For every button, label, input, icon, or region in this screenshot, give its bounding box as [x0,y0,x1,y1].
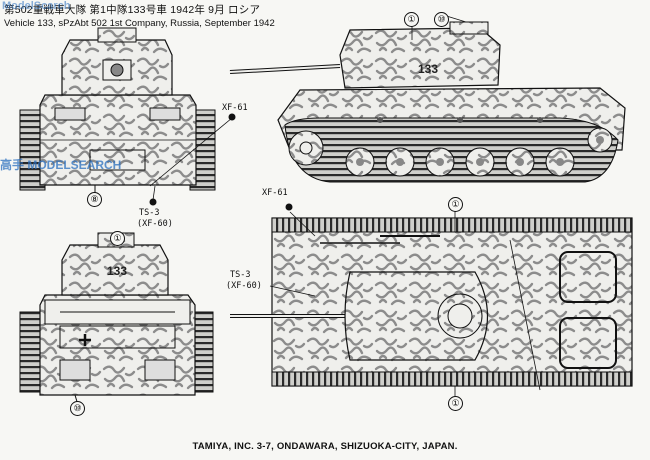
marking-1-top-bottom: ① [448,396,463,411]
paint-xf60-top: (XF-60) [226,281,262,291]
side-view [229,13,626,183]
vehicle-title-jp: 第502重戦車大隊 第1中隊133号車 1942年 9月 ロシア [4,4,261,16]
marking-10-side: ⑩ [434,12,449,27]
rear-view [19,232,214,406]
top-view [230,203,633,398]
paint-xf60-front: (XF-60) [137,219,173,229]
vehicle-title-en: Vehicle 133, sPzAbt 502 1st Company, Rus… [4,18,275,29]
marking-1-rear: ① [110,231,125,246]
paint-xf61-front: XF-61 [222,103,248,113]
hull-number-side: 133 [418,62,439,76]
marking-8-front: ⑧ [87,192,102,207]
paint-ts3-top: TS-3 [230,270,251,280]
publisher-footer: TAMIYA, INC. 3-7, ONDAWARA, SHIZUOKA-CIT… [192,441,458,452]
watermark-mid: 高手 MODELSEARCH [0,158,122,172]
marking-10-rear: ⑩ [70,401,85,416]
paint-xf61-top: XF-61 [262,188,288,198]
hull-number-rear: 133 [107,264,128,278]
watermark-top: ModelScarch [2,0,71,12]
front-view [19,27,236,206]
paint-ts3-front: TS-3 [139,208,160,218]
marking-1-side: ① [404,12,419,27]
marking-1-top: ① [448,197,463,212]
